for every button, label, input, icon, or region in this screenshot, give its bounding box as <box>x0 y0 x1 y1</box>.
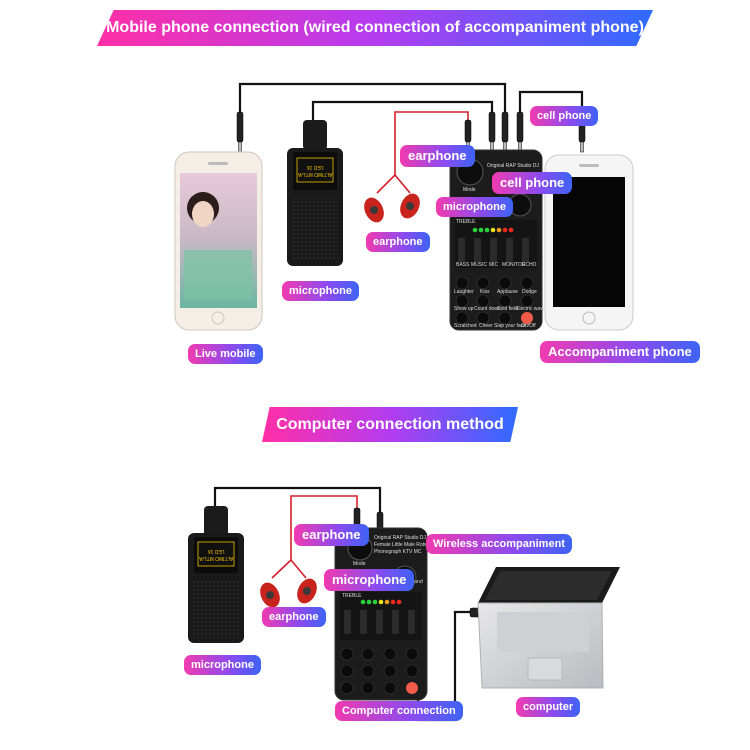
label-cell-phone-small: cell phone <box>530 106 599 126</box>
cables-top <box>238 82 584 130</box>
button-label-count-down: Count down <box>474 306 501 312</box>
label-accompaniment-phone: Accompaniment phone <box>540 341 700 363</box>
mic-screen-line: ALTIMO MTL/A <box>199 555 234 561</box>
soundcard-bottom-treble-label: TREBLE <box>342 593 362 599</box>
button-label-scratched: Scratched <box>454 323 477 329</box>
button-label-slap-your-face: Slap your face <box>494 323 526 329</box>
microphone-device-top <box>287 120 343 266</box>
soundcard-top-knob-label: Mode <box>463 187 476 193</box>
button-label-kiss: Kiss <box>480 289 490 295</box>
soundcard-top-treble-label: TREBLE <box>456 219 476 225</box>
live-mobile-phone <box>174 151 263 331</box>
label-wireless-accompaniment: Wireless accompaniment <box>426 534 572 554</box>
soundcard-bottom-knob-left: Mode <box>353 561 366 567</box>
soundcard-title-line: Female Little Male Robot <box>374 542 430 548</box>
laptop-computer <box>477 567 620 689</box>
button-label-on-off: On/Off <box>521 323 536 329</box>
button-label-applause: Applause <box>497 289 518 295</box>
soundcard-top-title: Original RAP Studio DJ <box>487 163 539 169</box>
mic-screen-text-bottom: ALTIMO MTL/A LED 16 <box>199 547 233 561</box>
banner-computer-connection: Computer connection method <box>262 407 518 442</box>
soundcard-bottom-title-lines: Original RAP Studio DJ Female Little Mal… <box>374 535 430 556</box>
label-microphone-top: microphone <box>282 281 359 301</box>
label-earphone-bottom-card: earphone <box>294 524 369 546</box>
label-earphone-top: earphone <box>400 145 475 167</box>
mic-screen-line: LED 16 <box>207 548 225 554</box>
button-label-dodge: Dodge <box>522 289 537 295</box>
mic-screen-line: ALTIMO MTL/A <box>298 171 333 177</box>
soundcard-title-line: Original RAP Studio DJ <box>374 535 426 541</box>
earphones-bottom <box>260 578 317 608</box>
label-computer-connection: Computer connection <box>335 701 463 721</box>
microphone-device-bottom <box>188 506 244 643</box>
button-label-laughter: Laughter <box>454 289 474 295</box>
sound-card-top <box>449 149 543 331</box>
earphone-cable-top <box>376 111 469 194</box>
slider-label-echo: ECHO <box>522 262 537 268</box>
button-label-electric-wave: Electric wave <box>516 306 546 312</box>
soundcard-title-line: Original RAP Studio DJ <box>487 163 539 169</box>
button-label-cheer: Cheer <box>479 323 493 329</box>
mic-screen-line: LED 16 <box>306 164 324 170</box>
soundcard-title-line: Phonograph KTV MC <box>374 549 422 555</box>
label-earphone-below: earphone <box>366 232 430 252</box>
label-microphone-card-bottom: microphone <box>324 569 415 591</box>
button-label-cold-field: Cold field <box>497 306 518 312</box>
banner-mobile-connection: Mobile phone connection (wired connectio… <box>97 10 653 46</box>
label-microphone-bottom: microphone <box>184 655 261 675</box>
slider-label-mic: MIC <box>489 262 499 268</box>
label-earphone-bottom: earphone <box>262 607 326 627</box>
mic-screen-text-top: ALTIMO MTL/A LED 16 <box>298 163 332 177</box>
label-computer: computer <box>516 697 581 717</box>
label-live-mobile: Live mobile <box>188 344 263 364</box>
slider-label-bass: BASS <box>456 262 470 268</box>
label-microphone-card-top: microphone <box>436 197 513 217</box>
earphones-top <box>364 193 420 223</box>
label-cell-phone-big: cell phone <box>492 172 573 194</box>
slider-label-music: MUSIC <box>471 262 488 268</box>
earphone-cable-bottom <box>271 495 358 579</box>
accompaniment-phone <box>544 154 634 331</box>
slider-label-monitor: MONITOR <box>502 262 526 268</box>
button-label-show-up: Show up <box>454 306 474 312</box>
